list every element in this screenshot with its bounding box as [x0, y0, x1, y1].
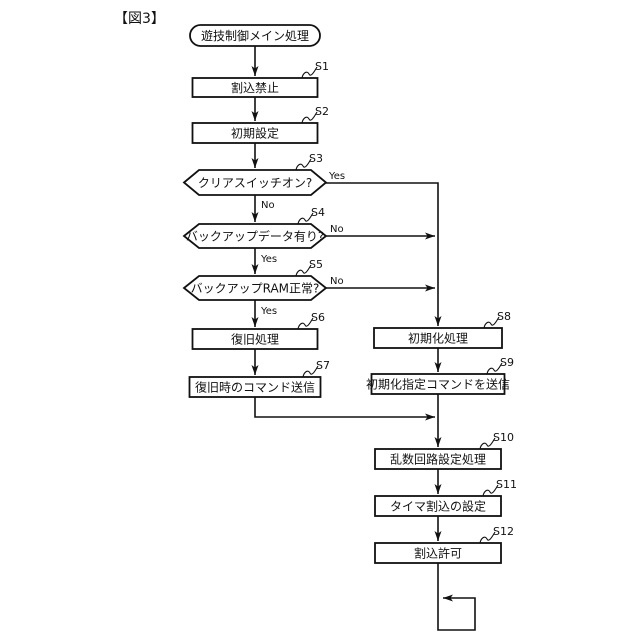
flow-connectors [251, 46, 476, 631]
node-s10-text: 乱数回路設定処理 [390, 452, 486, 467]
branch-label-s4-no: No [330, 224, 344, 235]
branch-label-s3-no: No [261, 200, 275, 211]
flow-nodes: 遊技制御メイン処理 割込禁止 初期設定 クリアスイッチオン? バックアップデータ… [182, 24, 510, 564]
connector-s7-to-right-spine [254, 397, 435, 421]
node-start-terminal [189, 24, 321, 47]
node-s4-text: バックアップデータ有り? [186, 229, 324, 244]
branch-labels: Yes No No Yes No Yes [260, 171, 345, 317]
node-s6-text: 復旧処理 [231, 332, 279, 347]
node-s8-text: 初期化処理 [408, 332, 468, 346]
node-start-text: 遊技制御メイン処理 [201, 28, 309, 43]
branch-label-s3-yes: Yes [328, 171, 345, 182]
node-s6-process [191, 328, 319, 350]
step-id-s10: S10 [493, 431, 514, 444]
step-id-s9: S9 [500, 356, 514, 369]
node-s12-text: 割込許可 [414, 546, 462, 561]
node-s2-process [191, 122, 319, 144]
step-id-s3: S3 [309, 152, 323, 165]
branch-label-s5-yes: Yes [260, 306, 277, 317]
node-s4-decision [182, 223, 328, 249]
step-id-s5: S5 [309, 258, 323, 271]
step-id-s4: S4 [311, 206, 325, 219]
node-s9-process [370, 373, 506, 395]
node-s9-text: 初期化指定コマンドを送信 [366, 377, 510, 392]
step-id-s7: S7 [316, 359, 330, 372]
step-id-s1: S1 [315, 60, 329, 73]
connector-s3-yes-to-s8 [326, 182, 442, 326]
node-s1-text: 割込禁止 [231, 80, 279, 95]
step-id-s11: S11 [496, 478, 517, 491]
node-s2-text: 初期設定 [231, 126, 279, 141]
step-id-s12: S12 [493, 525, 514, 538]
node-s5-decision [182, 275, 328, 301]
node-s11-text: タイマ割込の設定 [390, 499, 486, 514]
node-s1-process [191, 77, 319, 98]
node-s8-process [373, 327, 503, 349]
step-id-s8: S8 [497, 310, 511, 323]
node-s5-text: バックアップRAM正常? [191, 282, 320, 296]
node-s7-text: 復旧時のコマンド送信 [195, 380, 315, 395]
node-s11-process [374, 495, 502, 517]
node-s7-process [188, 376, 322, 398]
branch-label-s4-yes: Yes [260, 254, 277, 265]
figure-label: 【図3】 [114, 11, 165, 27]
branch-label-s5-no: No [330, 276, 344, 287]
step-callouts: S1 S2 S3 S4 S5 S6 S7 S8 S9 S10 S11 S12 [295, 60, 517, 544]
node-s3-decision [182, 169, 328, 196]
connector-s12-loop-back [437, 563, 476, 631]
step-id-s2: S2 [315, 105, 329, 118]
step-id-s6: S6 [311, 311, 325, 324]
node-s10-process [374, 448, 502, 470]
node-s12-process [374, 542, 502, 564]
node-s3-text: クリアスイッチオン? [198, 176, 312, 190]
